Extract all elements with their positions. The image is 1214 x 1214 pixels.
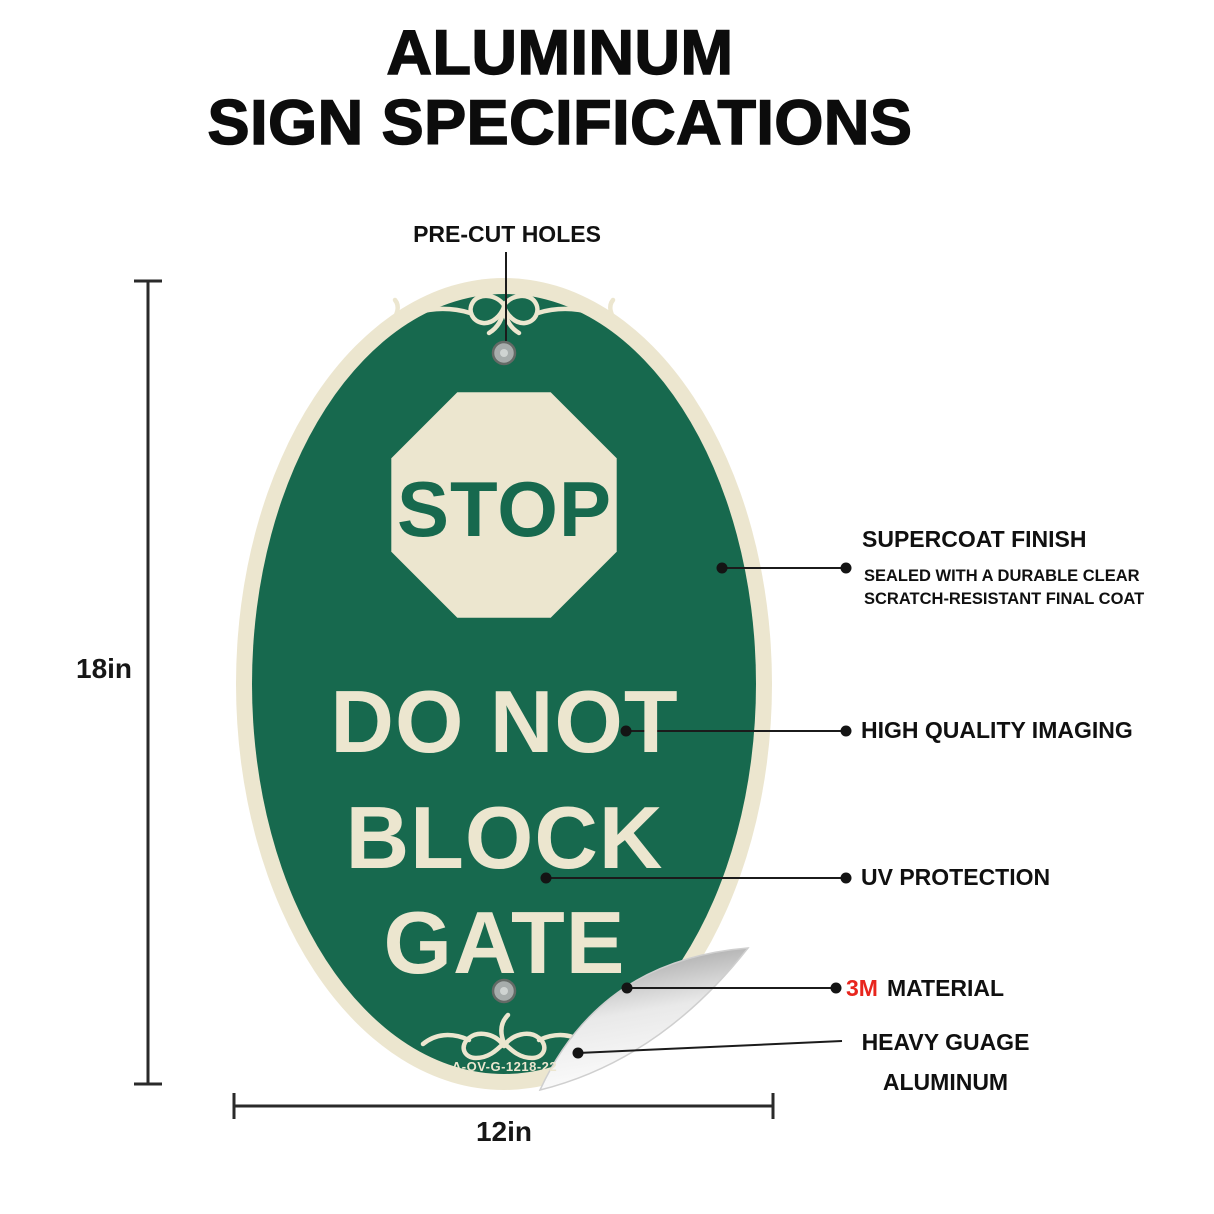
sign-part-number: A-OV-G-1218-22 [451, 1059, 558, 1074]
sign-message-line3: GATE [383, 893, 626, 992]
page-title-line1: ALUMINUM [386, 17, 734, 89]
heavy-guage-text: HEAVY GUAGE [861, 1029, 1030, 1055]
callout-dots [540, 562, 852, 1059]
stop-octagon [391, 392, 617, 618]
sign-message-line1: DO NOT [330, 672, 679, 771]
page-title-line2: SIGN SPECIFICATIONS [207, 87, 913, 159]
corner-curl [538, 947, 766, 1097]
callout-supercoat-finish: SUPERCOAT FINISH [862, 526, 1087, 552]
material-text: MATERIAL [886, 975, 1005, 1001]
height-dimension-label: 18in [76, 653, 133, 684]
width-dimension-label: 12in [475, 1116, 533, 1147]
stop-sign-text: STOP [397, 465, 612, 553]
pre-cut-holes-label: PRE-CUT HOLES [413, 221, 601, 247]
callout-supercoat-subtext-line1: SEALED WITH A DURABLE CLEAR [864, 567, 1140, 585]
bottom-flourish-icon [420, 1012, 588, 1061]
width-dimension-line [232, 1093, 775, 1119]
aluminum-text: ALUMINUM [882, 1069, 1009, 1095]
callout-supercoat-subtext-line2: SCRATCH-RESISTANT FINAL COAT [864, 590, 1145, 608]
callout-heavy-guage-aluminum: HEAVY GUAGE ALUMINUM [848, 1022, 1043, 1102]
page-title: ALUMINUM SIGN SPECIFICATIONS [0, 17, 1120, 159]
height-dimension-line [134, 279, 162, 1086]
callout-high-quality-imaging: HIGH QUALITY IMAGING [861, 717, 1133, 743]
sign-message-line2: BLOCK [345, 788, 664, 887]
callout-3m-material: 3M MATERIAL [846, 975, 1004, 1002]
3m-brand-text: 3M [846, 975, 878, 1001]
pre-cut-hole-top [491, 340, 517, 366]
callout-uv-protection: UV PROTECTION [861, 864, 1051, 890]
pre-cut-hole-bottom [491, 978, 517, 1004]
callout-lines [546, 567, 846, 1054]
top-flourish-icon [379, 293, 629, 336]
